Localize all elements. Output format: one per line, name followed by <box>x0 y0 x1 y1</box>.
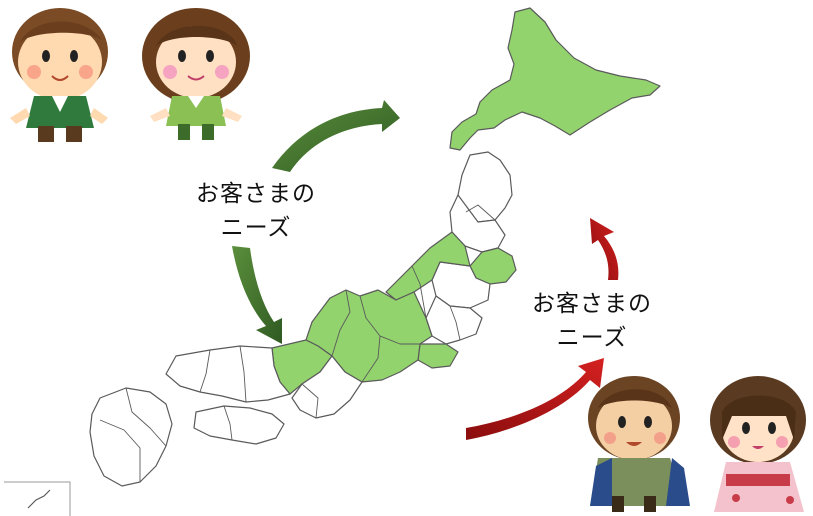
japan-map <box>89 7 661 487</box>
red-arrow <box>466 218 619 440</box>
region-hokkaido <box>449 7 661 151</box>
customer-needs-label-right: お客さまの ニーズ <box>528 287 656 355</box>
modern-boy-icon <box>10 8 108 142</box>
prefecture-borders <box>99 204 496 482</box>
label-right-line1: お客さまの <box>532 291 652 317</box>
region-chugoku <box>165 345 291 403</box>
region-tokyo <box>417 343 459 369</box>
label-right-line2: ニーズ <box>556 325 628 351</box>
region-shikoku <box>193 405 285 445</box>
region-niigata <box>385 231 471 301</box>
region-kyushu <box>89 387 173 487</box>
okinawa-inset <box>4 481 71 516</box>
label-left-line1: お客さまの <box>196 181 316 207</box>
edo-boy-icon <box>588 376 690 512</box>
label-left-line2: ニーズ <box>220 215 292 241</box>
modern-girl-icon <box>142 8 250 140</box>
region-tohoku-north <box>457 151 513 223</box>
edo-girl-icon <box>710 376 806 512</box>
customer-needs-label-left: お客さまの ニーズ <box>196 177 316 245</box>
region-fukushima <box>431 261 491 309</box>
region-kinki-south <box>291 355 363 419</box>
green-arrow <box>232 100 400 344</box>
